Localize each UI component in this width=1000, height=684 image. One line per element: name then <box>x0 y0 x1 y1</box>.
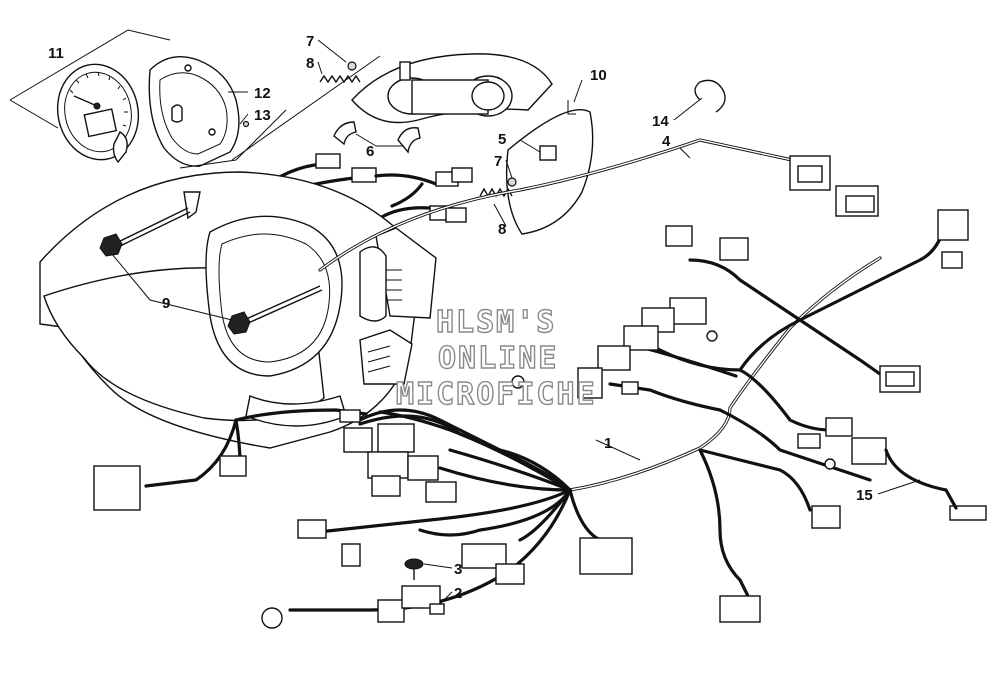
leader-13-bracket <box>179 109 287 169</box>
watermark: HLSM'S ONLINE MICROFICHE <box>395 304 597 412</box>
leader-6a <box>355 133 377 147</box>
callout-8-upper: 8 <box>306 55 314 72</box>
leader-7-bracket <box>231 55 381 161</box>
harness-connectors[interactable] <box>93 185 987 629</box>
callout-10: 10 <box>590 67 607 84</box>
watermark-line-3: MICROFICHE <box>396 377 597 412</box>
leader-13 <box>239 113 249 125</box>
leader-14 <box>673 97 703 121</box>
screw-7-upper[interactable] <box>347 61 357 71</box>
callout-2: 2 <box>454 585 462 602</box>
leader-3 <box>423 563 453 569</box>
wire-clamp[interactable] <box>694 79 726 113</box>
bulb-socket-right[interactable] <box>397 127 421 154</box>
leader-7b <box>505 159 513 179</box>
callout-4: 4 <box>662 133 671 150</box>
leader-7a <box>317 39 347 63</box>
watermark-line-2: ONLINE <box>438 341 558 376</box>
mounting-bolt-lower[interactable] <box>227 285 323 335</box>
fuse-cap[interactable] <box>404 558 424 580</box>
callout-15: 15 <box>856 487 873 504</box>
callout-7-upper: 7 <box>306 33 314 50</box>
callout-8-lower: 8 <box>498 221 506 238</box>
screw-7-lower[interactable] <box>507 177 517 187</box>
leader-8b <box>493 203 507 227</box>
gauge-housing[interactable] <box>148 56 240 167</box>
callout-5: 5 <box>498 131 506 148</box>
callout-12: 12 <box>254 85 271 102</box>
leader-8a <box>317 61 323 75</box>
callout-11-bracket <box>9 29 171 129</box>
leader-2 <box>439 591 453 605</box>
leader-10 <box>573 79 583 103</box>
callout-14: 14 <box>652 113 669 130</box>
callout-3: 3 <box>454 561 462 578</box>
bulb-socket-left[interactable] <box>333 121 357 146</box>
sub-harness[interactable] <box>884 448 958 510</box>
callout-1: 1 <box>604 435 612 452</box>
leader-15 <box>877 479 921 495</box>
callout-13: 13 <box>254 107 271 124</box>
screw-13 <box>242 120 250 128</box>
leader-1 <box>595 439 641 461</box>
headlight-pod[interactable] <box>351 53 553 124</box>
spring-upper[interactable] <box>319 74 361 84</box>
main-wiring-harness[interactable] <box>144 218 948 612</box>
callout-6: 6 <box>366 143 374 160</box>
callout-7-lower: 7 <box>494 153 502 170</box>
front-fascia[interactable] <box>39 171 437 449</box>
watermark-line-1: HLSM'S <box>436 305 556 340</box>
leader-5 <box>519 139 541 153</box>
mounting-bolt-upper[interactable] <box>99 207 191 257</box>
headlight-side-cover[interactable] <box>505 100 594 235</box>
callout-11: 11 <box>48 45 64 62</box>
leader-9 <box>111 253 233 321</box>
extension-harness[interactable] <box>318 138 831 272</box>
leader-4 <box>679 147 691 159</box>
callout-9: 9 <box>162 295 170 312</box>
speedometer-gauge[interactable] <box>49 57 147 168</box>
